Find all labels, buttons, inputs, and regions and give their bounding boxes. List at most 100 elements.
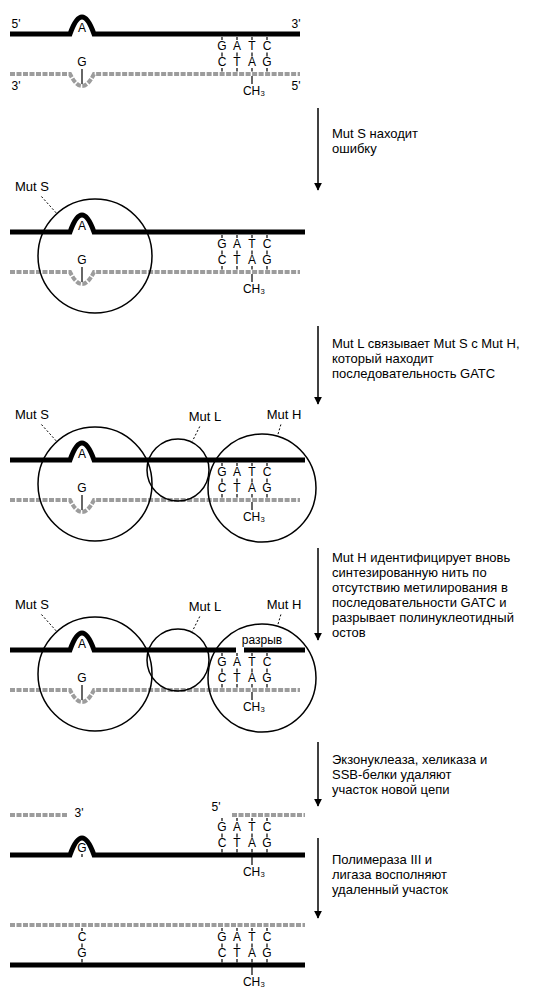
base-letter: C xyxy=(78,931,87,944)
base-pair-tick xyxy=(236,68,237,72)
dna-strand xyxy=(10,813,305,817)
protein-name: Mut L xyxy=(189,409,222,424)
base-letter: A xyxy=(78,638,86,651)
circle-shape xyxy=(208,434,316,542)
step-arrow xyxy=(317,742,319,806)
base-letter: G xyxy=(77,672,86,685)
base-letter: T xyxy=(233,56,240,69)
base-letter: CH₃ xyxy=(243,976,265,989)
cut-label: разрыв xyxy=(242,633,282,648)
circle-shape xyxy=(147,439,209,501)
protein-circle: Mut L xyxy=(146,628,210,692)
base-letter: T xyxy=(233,672,240,685)
base-letter: C xyxy=(218,56,227,69)
base-letter: G xyxy=(262,672,271,685)
circle-outline xyxy=(146,628,210,692)
protein-circle: Mut L xyxy=(146,438,210,502)
base-pair-tick xyxy=(221,684,222,688)
base-pair-tick xyxy=(251,684,252,688)
base-letter: C xyxy=(263,656,272,669)
dna-strand xyxy=(10,443,305,460)
base-letter: G xyxy=(262,947,271,960)
base-letter: G xyxy=(262,56,271,69)
base-letter: A xyxy=(233,238,241,251)
circle-outline xyxy=(146,438,210,502)
base-letter: 3' xyxy=(12,80,21,93)
base-pair-tick xyxy=(236,266,237,270)
step-caption: Полимераза III и лигаза восполняют удале… xyxy=(332,852,467,897)
circle-shape xyxy=(38,427,152,541)
base-letter: C xyxy=(263,931,272,944)
base-pair-tick xyxy=(81,69,82,84)
step-arrow xyxy=(317,838,319,918)
base-letter: C xyxy=(218,672,227,685)
protein-name: Mut H xyxy=(267,407,302,422)
base-letter: T xyxy=(233,482,240,495)
protein-name: Mut H xyxy=(267,597,302,612)
circle-shape xyxy=(38,199,152,313)
base-pair-tick xyxy=(251,274,252,282)
base-pair-tick xyxy=(221,959,222,963)
base-letter: CH₃ xyxy=(243,85,265,98)
leader-line xyxy=(192,427,199,442)
base-letter: C xyxy=(263,821,272,834)
base-pair-tick xyxy=(81,685,82,700)
base-letter: T xyxy=(248,821,255,834)
base-letter: T xyxy=(248,931,255,944)
base-letter: G xyxy=(217,656,226,669)
arrow-group xyxy=(318,108,319,918)
base-pair-tick xyxy=(81,267,82,282)
base-pair-tick xyxy=(251,68,252,72)
base-letter: 5' xyxy=(292,80,301,93)
base-letter: 3' xyxy=(75,807,84,820)
circle-shape xyxy=(38,617,152,731)
base-letter: A xyxy=(233,40,241,53)
base-letter: T xyxy=(233,837,240,850)
base-letter: C xyxy=(263,40,272,53)
base-letter: A xyxy=(233,656,241,669)
base-letter: A xyxy=(248,672,256,685)
base-letter: G xyxy=(77,56,86,69)
dna-strand xyxy=(10,215,305,232)
base-letter: A xyxy=(233,931,241,944)
base-pair-tick xyxy=(221,494,222,498)
step-arrow xyxy=(317,108,319,190)
circle-shape xyxy=(147,629,209,691)
base-letter: G xyxy=(77,947,86,960)
base-pair-tick xyxy=(221,849,222,853)
base-pair-tick xyxy=(236,959,237,963)
base-letter: G xyxy=(77,254,86,267)
base-letter: G xyxy=(262,482,271,495)
protein-circle: Mut S xyxy=(37,198,153,314)
leader-line xyxy=(278,615,281,626)
base-pair-tick xyxy=(266,684,267,688)
step-caption: Mut S находит ошибку xyxy=(332,126,442,156)
base-pair-tick xyxy=(266,849,267,853)
base-letter: C xyxy=(218,482,227,495)
base-letter: G xyxy=(77,482,86,495)
leader-line xyxy=(41,615,56,631)
base-pair-tick xyxy=(266,959,267,963)
leader-line xyxy=(278,425,281,436)
protein-name: Mut S xyxy=(15,179,49,194)
base-pair-tick xyxy=(236,684,237,688)
tick-group xyxy=(82,37,267,975)
base-letter: G xyxy=(77,842,86,855)
base-pair-tick xyxy=(251,266,252,270)
base-letter: A xyxy=(248,837,256,850)
protein-circle: Mut S xyxy=(37,616,153,732)
base-letter: T xyxy=(248,40,255,53)
circle-shape xyxy=(208,624,316,732)
step-caption: Mut H идентифицирует вновь синтезированн… xyxy=(332,550,522,640)
base-letter: G xyxy=(217,821,226,834)
step-arrow xyxy=(317,548,319,640)
base-letter: A xyxy=(248,482,256,495)
base-pair-tick xyxy=(221,68,222,72)
base-pair-tick xyxy=(221,266,222,270)
step-caption: Mut L связывает Mut S с Mut H, который н… xyxy=(332,336,522,381)
base-pair-tick xyxy=(251,76,252,84)
base-pair-tick xyxy=(81,495,82,510)
base-letter: C xyxy=(218,837,227,850)
base-letter: CH₃ xyxy=(243,511,265,524)
